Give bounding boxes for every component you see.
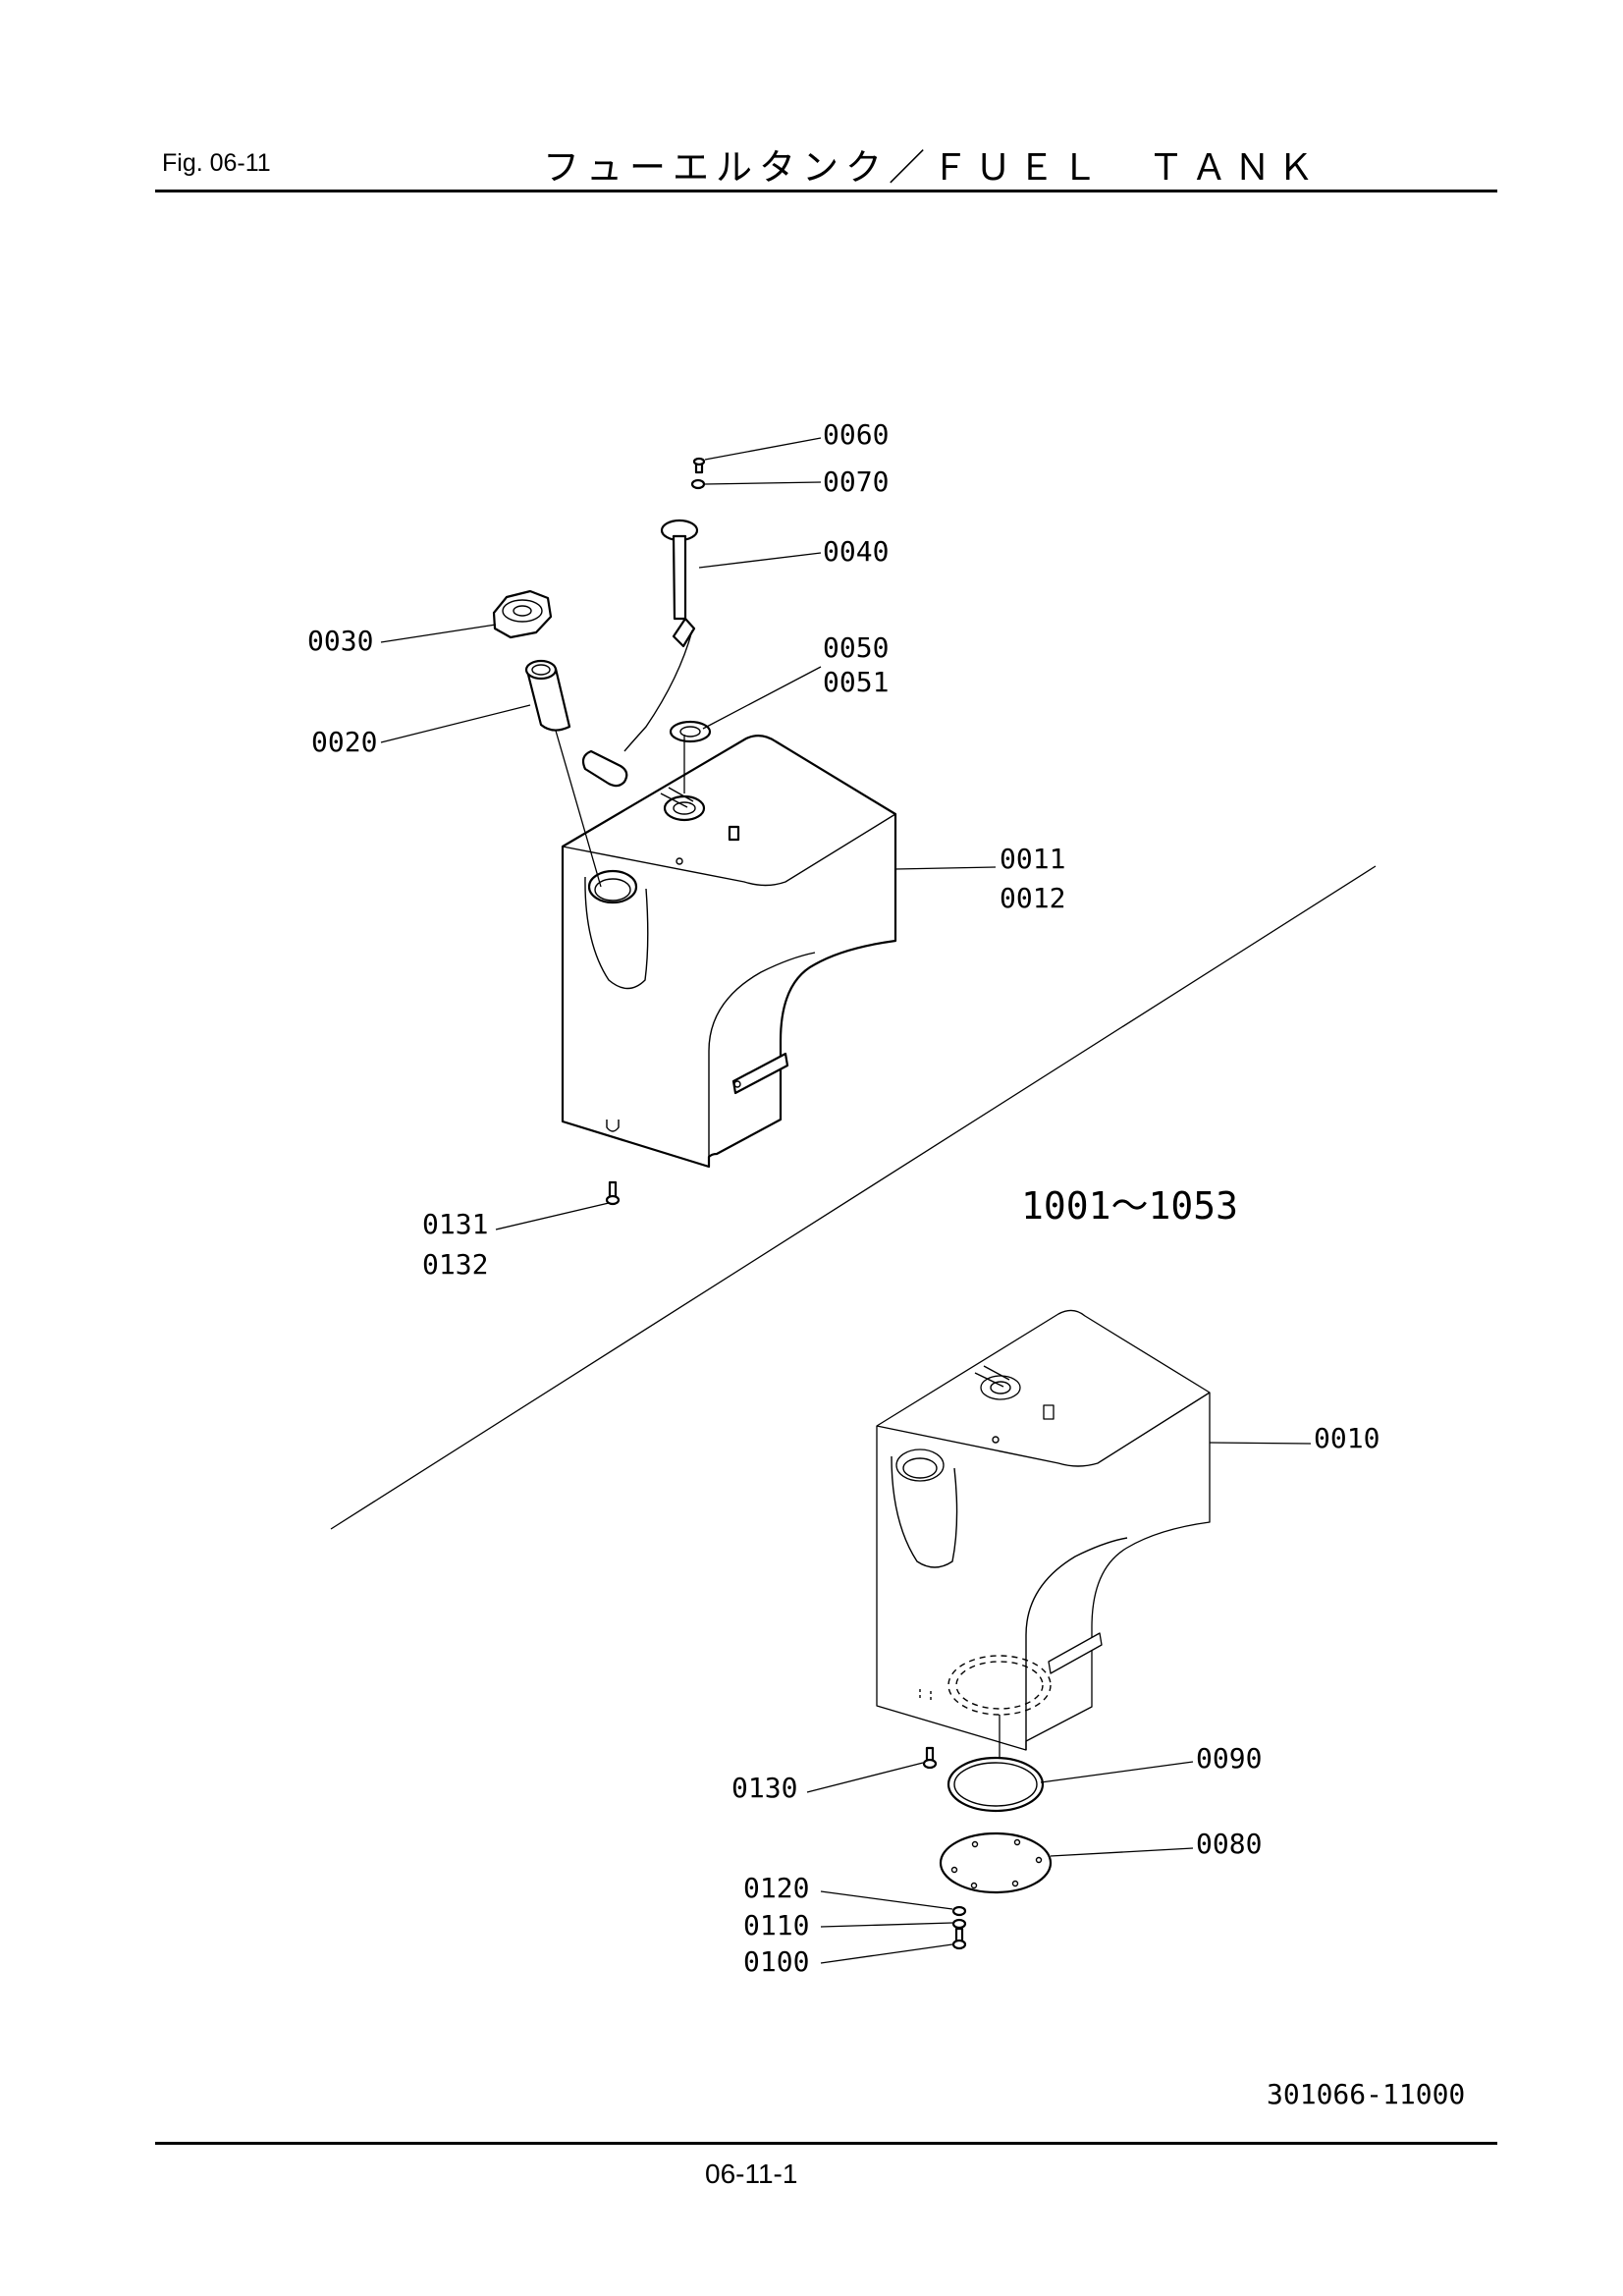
drawing-number: 301066-11000 <box>1267 2078 1465 2110</box>
footer-rule <box>155 2142 1497 2145</box>
drain-plug-0130[interactable] <box>922 1746 938 1770</box>
gasket-0050[interactable] <box>669 720 712 743</box>
callout-0010: 0010 <box>1314 1422 1380 1454</box>
callout-0051: 0051 <box>823 666 889 698</box>
filler-cap-0030[interactable] <box>492 589 553 639</box>
callout-0120: 0120 <box>743 1872 809 1904</box>
page-title: フューエルタンク／ＦＵＥＬ ＴＡＮＫ <box>543 146 1321 189</box>
callout-0070: 0070 <box>823 465 889 498</box>
washer-0070[interactable] <box>690 478 706 490</box>
callout-0012: 0012 <box>1000 882 1065 914</box>
o-ring-0090[interactable] <box>947 1756 1045 1813</box>
version-separator-line <box>330 865 1377 1530</box>
fuel-tank-0011[interactable] <box>561 735 897 1169</box>
callout-0110: 0110 <box>743 1909 809 1941</box>
page-number: 06-11-1 <box>705 2159 798 2189</box>
bolt-0060[interactable] <box>692 457 706 474</box>
filler-neck-0020[interactable] <box>524 659 571 732</box>
callout-0040: 0040 <box>823 535 889 568</box>
callout-0130: 0130 <box>731 1772 797 1804</box>
washer-0110[interactable] <box>951 1918 967 1930</box>
drain-plug-0131[interactable] <box>605 1180 621 1206</box>
bolt-0100[interactable] <box>951 1927 967 1950</box>
callout-0090: 0090 <box>1196 1742 1262 1775</box>
fuel-sender-0040[interactable] <box>581 519 699 788</box>
washer-0120[interactable] <box>951 1905 967 1917</box>
leader-lines <box>380 437 1312 1964</box>
callout-0131: 0131 <box>422 1208 488 1240</box>
callout-0132: 0132 <box>422 1248 488 1281</box>
callout-0100: 0100 <box>743 1945 809 1978</box>
fuel-tank-0010[interactable] <box>876 1309 1211 1751</box>
callout-0030: 0030 <box>307 625 373 657</box>
callout-0020: 0020 <box>311 726 377 758</box>
cover-plate-0080[interactable] <box>939 1831 1053 1894</box>
callout-0080: 0080 <box>1196 1828 1262 1860</box>
callout-0050: 0050 <box>823 631 889 664</box>
callout-0011: 0011 <box>1000 843 1065 875</box>
figure-number: Fig. 06-11 <box>162 149 271 177</box>
callout-0060: 0060 <box>823 418 889 451</box>
serial-range-label: 1001～1053 <box>1021 1184 1238 1228</box>
header-rule <box>155 190 1497 192</box>
